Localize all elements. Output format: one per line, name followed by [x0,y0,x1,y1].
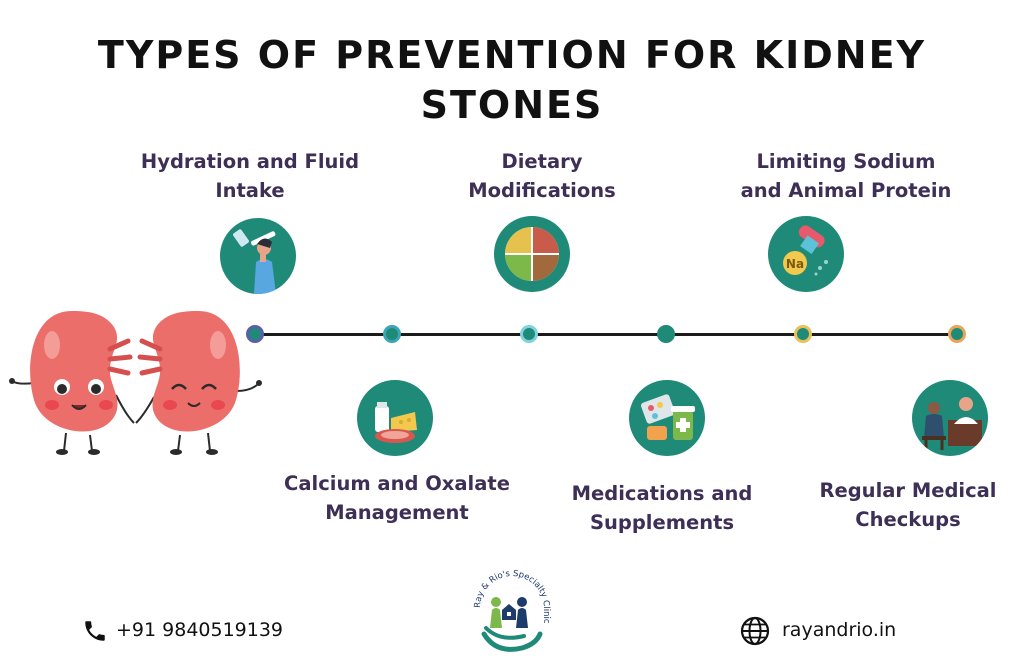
timeline-dot [383,325,401,343]
kidney-mascots-illustration [9,310,262,455]
step-label-line: Medications and [571,482,753,505]
step-label-line: Calcium and Oxalate [284,472,510,495]
phone-icon [85,621,105,641]
timeline-dot [794,325,812,343]
website-link[interactable]: rayandrio.in [782,619,897,641]
title-line-2: STONES [420,83,604,127]
step-label-line: Modifications [468,179,616,202]
step-label-line: Dietary [501,150,583,173]
sodium-symbol: Na [786,257,804,271]
timeline-dot [948,325,966,343]
clinic-logo: Ray & Rio's Specialty Clinic [473,569,551,652]
step-label-dietary: Dietary Modifications [412,147,672,205]
step-label-hydration: Hydration and Fluid Intake [120,147,380,205]
step-label-medications: Medications and Supplements [532,479,792,537]
food-plate-icon [494,216,570,292]
page-title: TYPES OF PREVENTION FOR KIDNEY STONES [0,30,1024,130]
phone-number[interactable]: +91 9840519139 [116,619,284,641]
step-label-line: Management [325,501,469,524]
doctor-visit-icon [912,380,988,456]
step-label-line: Checkups [855,508,961,531]
timeline-dot [246,325,264,343]
globe-icon [740,616,770,646]
sodium-icon: Na [768,216,844,292]
step-label-checkups: Regular Medical Checkups [790,476,1024,534]
step-label-line: and Animal Protein [740,179,952,202]
step-label-line: Limiting Sodium [756,150,936,173]
dairy-meat-icon [357,380,433,456]
step-label-line: Hydration and Fluid [140,150,360,173]
title-line-1: TYPES OF PREVENTION FOR KIDNEY [97,33,927,77]
step-label-line: Intake [215,179,285,202]
timeline-dot [520,325,538,343]
drinking-water-icon [220,218,296,294]
step-label-line: Regular Medical [819,479,997,502]
timeline-dot [657,325,675,343]
step-label-calcium: Calcium and Oxalate Management [262,469,532,527]
step-label-sodium: Limiting Sodium and Animal Protein [706,147,986,205]
timeline-line [256,333,960,336]
pills-icon [629,380,705,456]
step-label-line: Supplements [589,511,735,534]
